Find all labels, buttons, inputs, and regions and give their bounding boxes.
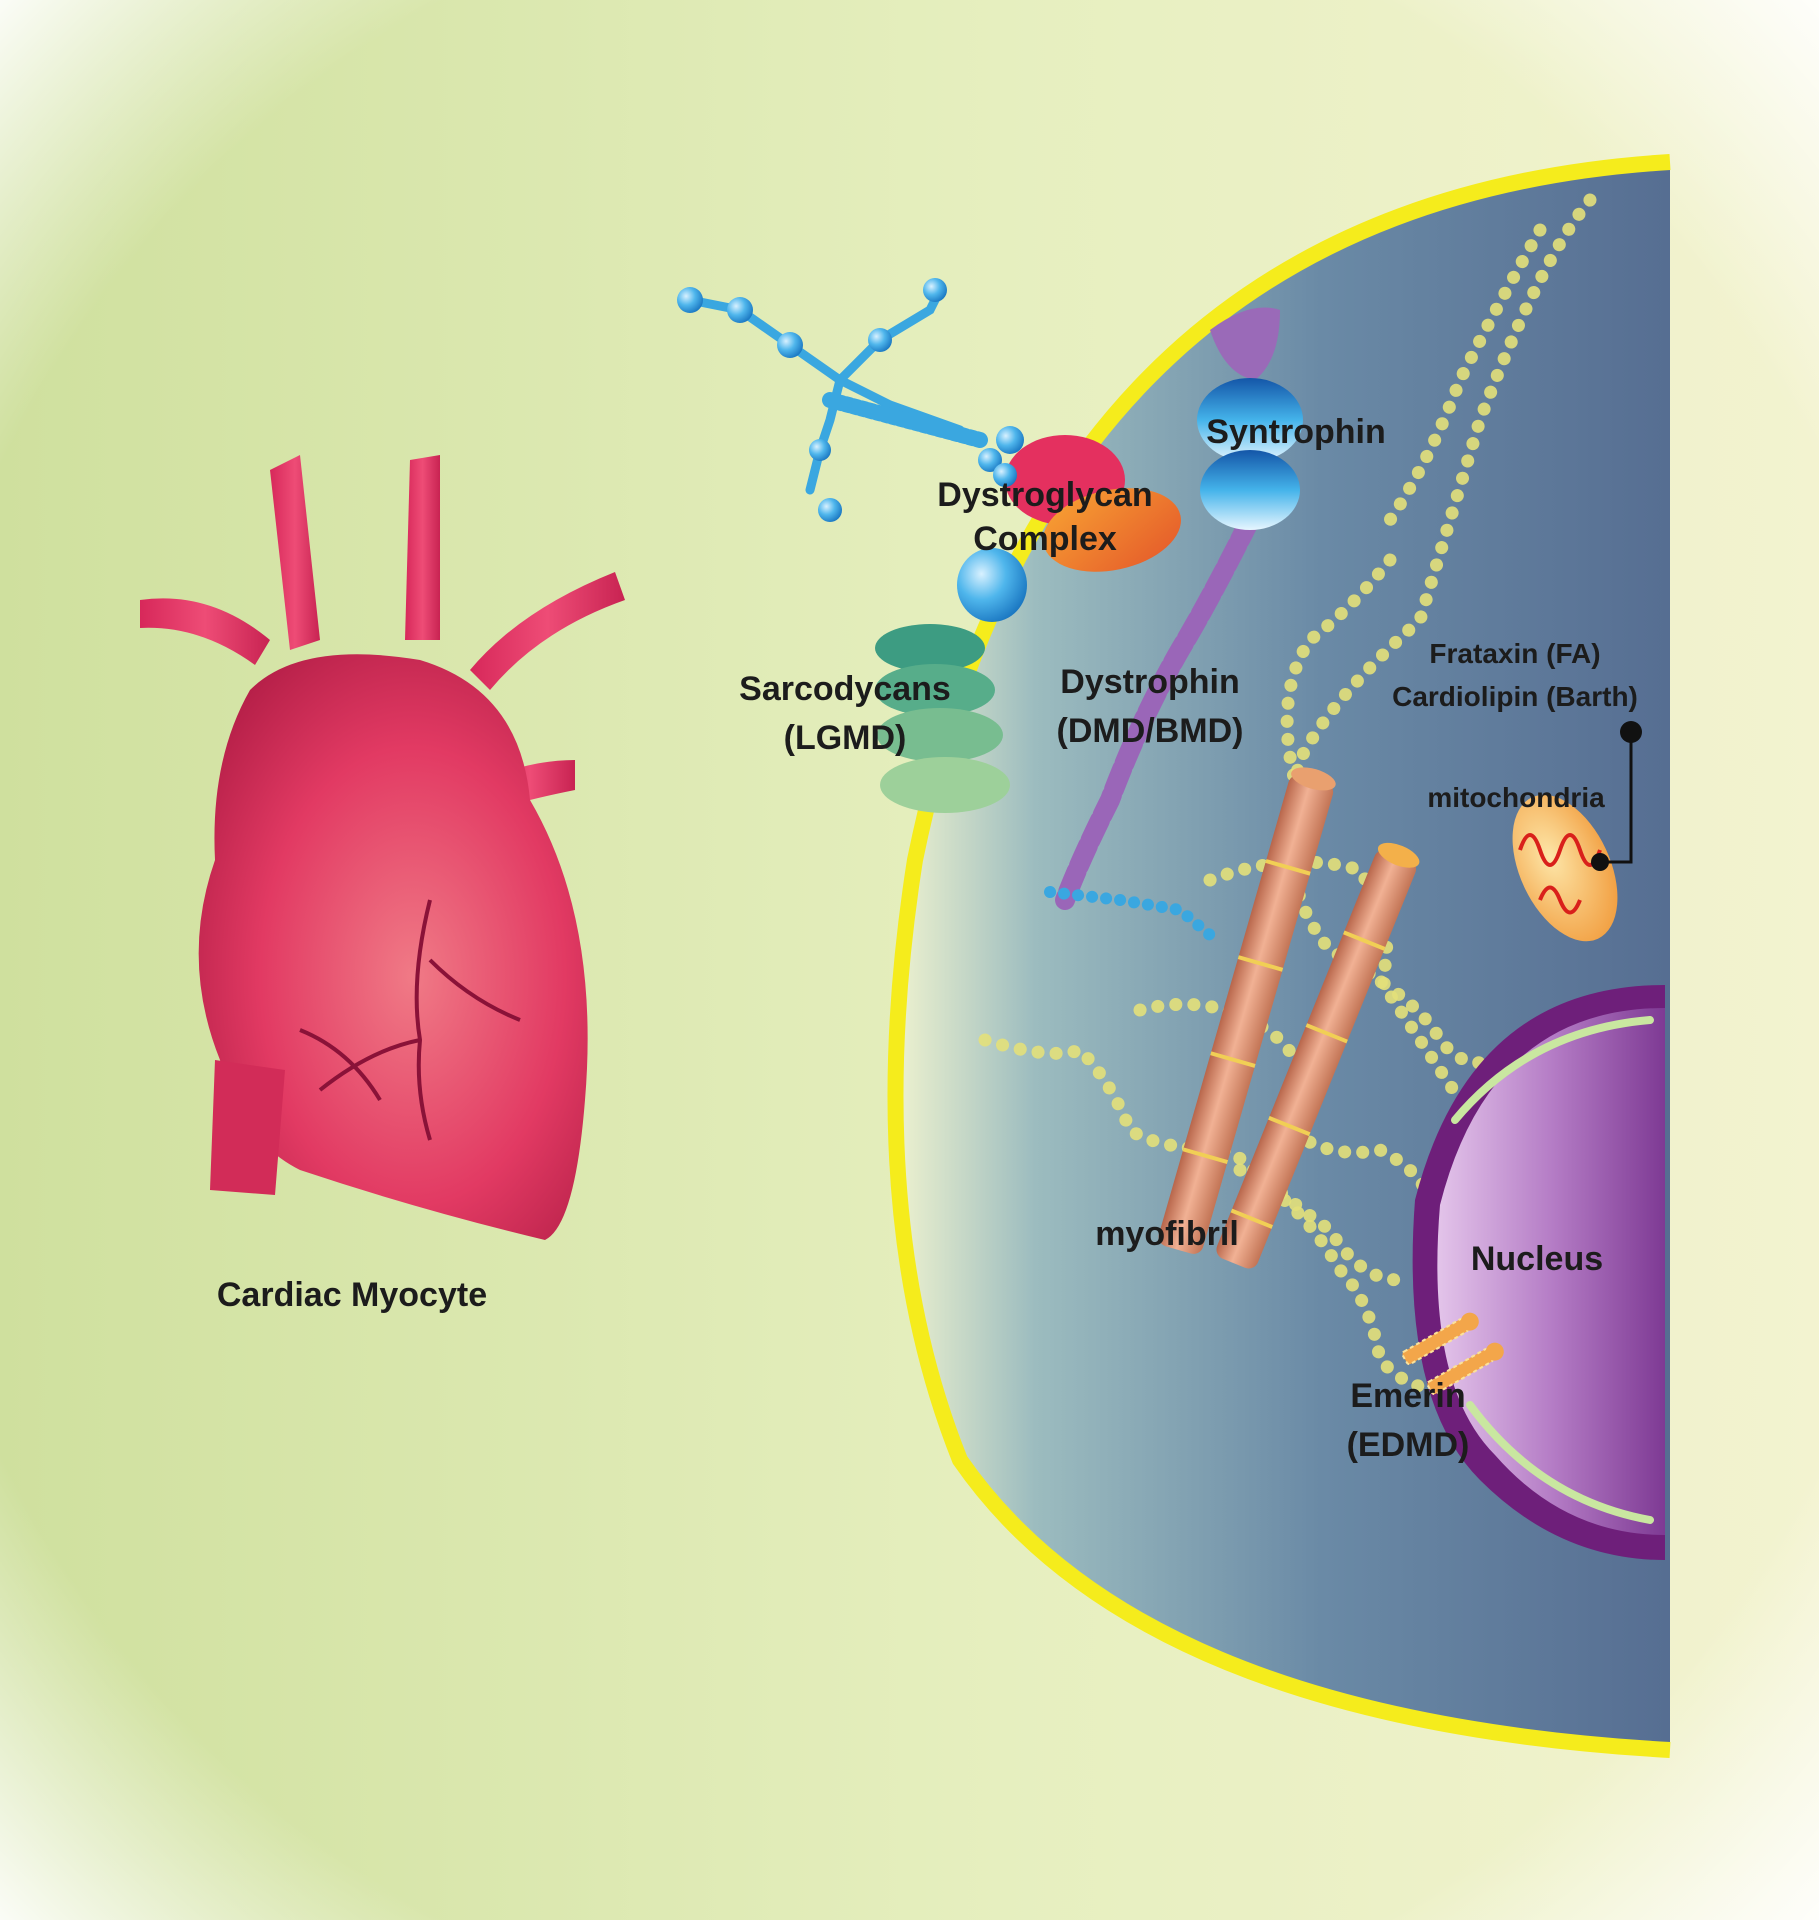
sarcoglycan-4: [880, 757, 1010, 813]
aorta-center: [405, 455, 440, 640]
label-cardiolipin: Cardiolipin (Barth): [1392, 681, 1638, 712]
label-myofibril: myofibril: [1095, 1215, 1239, 1253]
label-emerin-line1: Emerin: [1350, 1377, 1465, 1415]
label-dystroglycan-line1: Dystroglycan: [937, 476, 1152, 514]
label-cardiac-myocyte: Cardiac Myocyte: [217, 1276, 487, 1314]
transmembrane-ball: [957, 548, 1027, 622]
label-dystrophin-line2: (DMD/BMD): [1057, 712, 1244, 750]
syntrophin-domain-2: [1200, 450, 1300, 530]
label-nucleus: Nucleus: [1471, 1240, 1603, 1278]
vena-cava: [210, 1060, 285, 1195]
label-dystroglycan-line2: Complex: [973, 520, 1117, 558]
label-sarcodycans-line2: (LGMD): [784, 719, 907, 757]
label-emerin-line2: (EDMD): [1347, 1426, 1470, 1464]
label-mitochondria: mitochondria: [1427, 782, 1605, 813]
label-syntrophin: Syntrophin: [1206, 413, 1385, 451]
label-frataxin: Frataxin (FA): [1429, 638, 1600, 669]
label-dystrophin-line1: Dystrophin: [1060, 663, 1239, 701]
label-sarcodycans-line1: Sarcodycans: [739, 670, 951, 708]
